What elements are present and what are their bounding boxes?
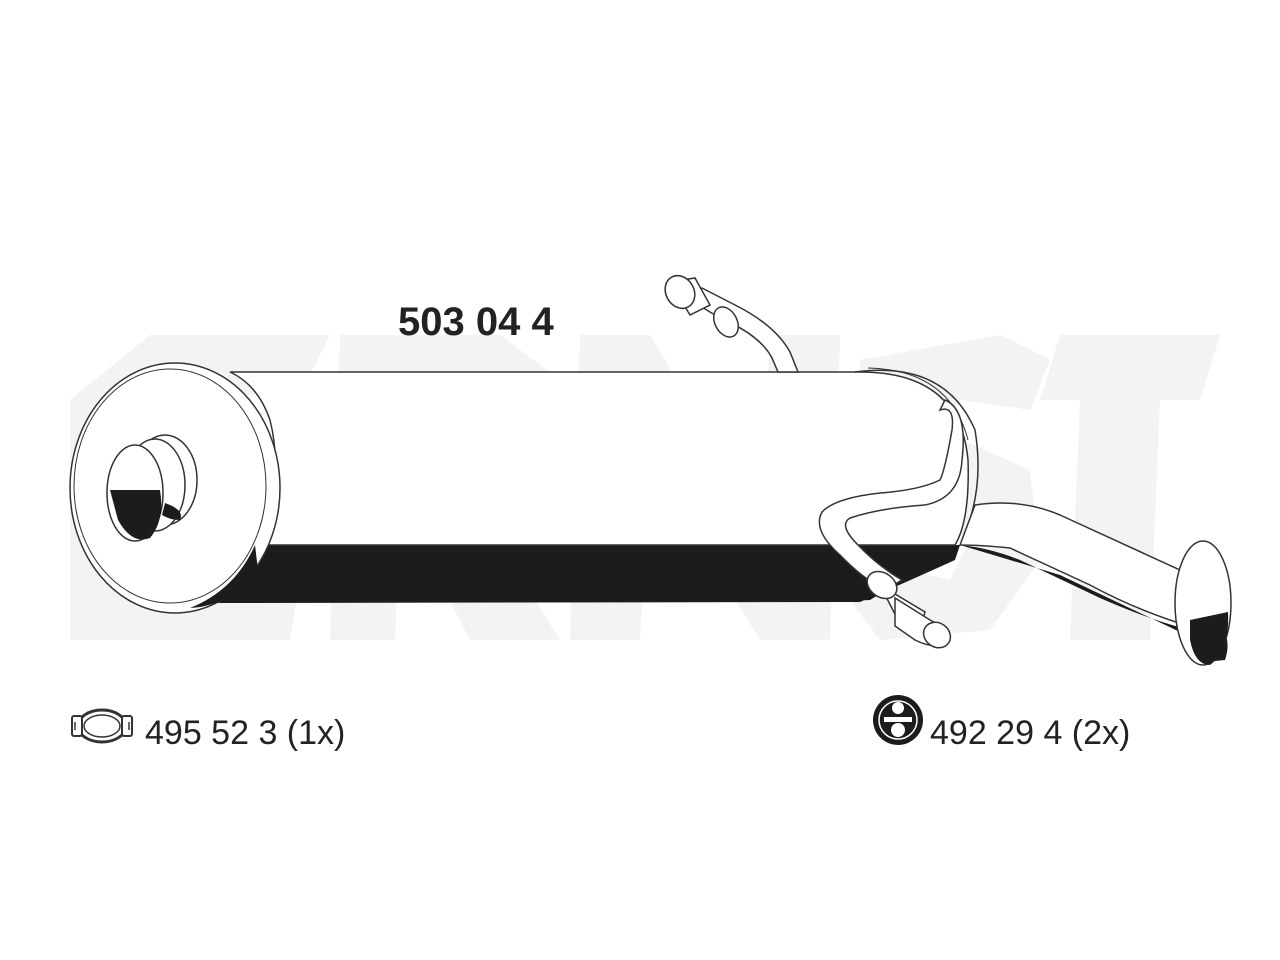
muffler-front-cap-rim	[73, 368, 267, 604]
muffler-body	[229, 371, 969, 546]
rubber-hanger-icon	[873, 695, 923, 745]
side-hanger-rod	[818, 399, 964, 649]
muffler-front-cap-shadow	[190, 545, 258, 608]
clamp-icon	[71, 708, 133, 744]
part-number: 503 04 4	[398, 300, 554, 344]
top-hanger-pipe	[664, 274, 800, 373]
muffler-shadow-main	[215, 545, 960, 603]
inlet-pipe	[106, 434, 198, 542]
muffler-right-cap-inner	[867, 367, 969, 441]
clamp-accessory-label: 495 52 3 (1x)	[145, 714, 346, 752]
tail-pipe	[958, 502, 1232, 666]
rubber-hanger-accessory-label: 492 29 4 (2x)	[930, 714, 1131, 752]
